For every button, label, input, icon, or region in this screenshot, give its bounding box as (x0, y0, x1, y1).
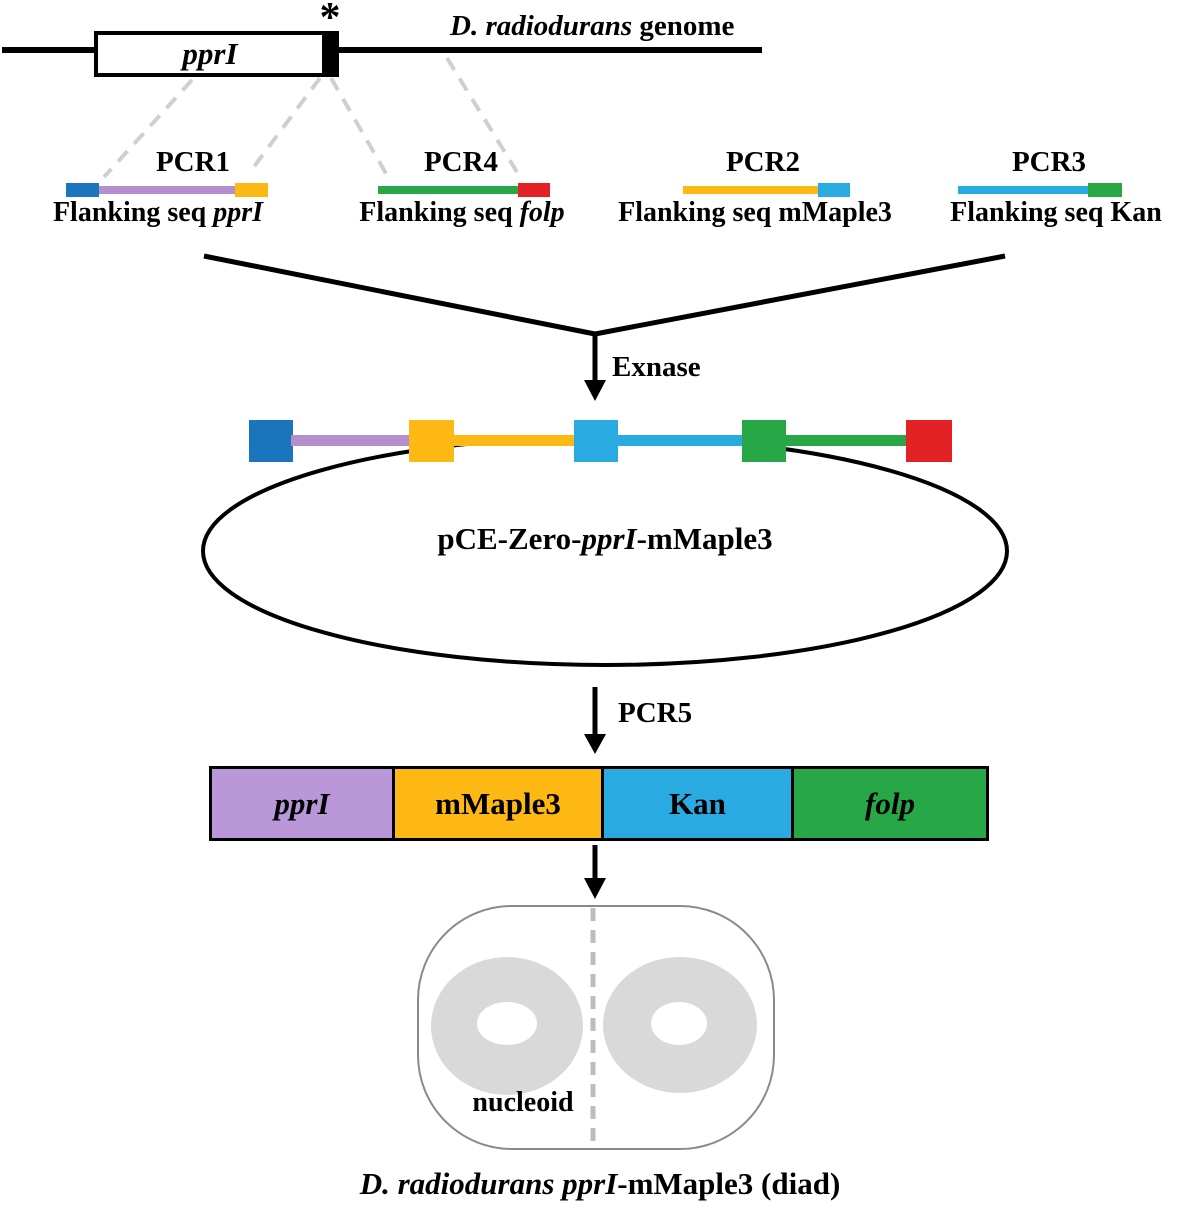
plasmid-label-prefix: pCE-Zero- (437, 521, 582, 556)
pprI-gene-label: pprI (182, 36, 238, 71)
pcr4-label: PCR4 (423, 146, 499, 178)
genome-label-species: D. radiodurans (450, 10, 633, 42)
construct-segment-kan-label: Kan (669, 785, 726, 821)
pcr2-mMaple3-line (683, 186, 818, 194)
construct-segment-folp-label: folp (865, 785, 915, 821)
plasmid-red-square (906, 420, 952, 462)
pcr2-label: PCR2 (725, 146, 801, 178)
construct-segment-kan: Kan (601, 769, 791, 838)
pcr3-label: PCR3 (1011, 146, 1087, 178)
exnase-arrow-head (584, 380, 606, 401)
linear-construct-bar: pprI mMaple3 Kan folp (209, 766, 989, 841)
converge-line-right (594, 253, 1006, 337)
plasmid-yellow-square (409, 420, 454, 462)
figure-caption-rest: -mMaple3 (diad) (617, 1166, 841, 1201)
exnase-label: Exnase (612, 351, 701, 383)
construct-segment-mMaple3-label: mMaple3 (435, 785, 561, 821)
pcr1-caption-plain: Flanking seq (52, 197, 214, 228)
dashed-map-line-pprI-right (248, 76, 322, 174)
plasmid-label-suffix: -mMaple3 (636, 521, 773, 556)
pcr4-folp-line (378, 186, 518, 194)
nucleoid-right-hole (651, 1002, 707, 1045)
plasmid-green-line (784, 435, 908, 446)
construct-segment-mMaple3: mMaple3 (392, 769, 601, 838)
pcr4-caption-plain: Flanking seq (359, 197, 520, 228)
genome-line (2, 47, 762, 53)
insertion-site-box (322, 31, 339, 77)
pcr2-caption-plain: Flanking seq mMaple3 (618, 197, 892, 228)
plasmid-yellow-line (452, 435, 576, 446)
pcr1-caption: Flanking seq pprI (0, 197, 318, 229)
plasmid-green-square (742, 420, 786, 462)
pcr3-caption-plain: Flanking seq Kan (950, 197, 1162, 228)
plasmid-cyan-line (616, 435, 744, 446)
pcr4-caption: Flanking seq folp (302, 197, 622, 229)
dashed-map-line-pprI-left (102, 78, 194, 179)
cell-arrow-head (584, 878, 606, 899)
genome-label-rest: genome (632, 10, 735, 42)
plasmid-purple-line (291, 435, 411, 446)
dashed-map-line-folp-left (329, 77, 390, 178)
nucleoid-left-hole (477, 1002, 537, 1045)
pcr1-label: PCR1 (155, 146, 231, 178)
pcr1-pprI-line (99, 186, 235, 194)
insertion-marker: * (319, 0, 341, 41)
pcr3-kan-line (958, 186, 1088, 194)
pcr4-caption-gene: folp (519, 197, 565, 228)
pcr1-caption-gene: pprI (213, 197, 264, 228)
converge-line-left (203, 253, 596, 337)
plasmid-blue-square (249, 420, 293, 462)
pcr4-overlap-block (518, 183, 550, 197)
construct-segment-pprI-label: pprI (274, 785, 330, 821)
pcr5-label: PCR5 (618, 697, 693, 729)
pcr3-overlap-block (1088, 183, 1122, 197)
pcr1-overlap-block (235, 183, 268, 197)
construct-segment-folp: folp (791, 769, 986, 838)
plasmid-label: pCE-Zero-pprI-mMaple3 (405, 521, 805, 557)
plasmid-cyan-square (574, 420, 618, 462)
pcr2-overlap-block (818, 183, 850, 197)
figure-caption: D. radiodurans pprI-mMaple3 (diad) (150, 1166, 1050, 1202)
pcr5-arrow-head (584, 734, 606, 754)
pprI-gene-box: pprI (94, 31, 326, 77)
pcr1-upstream-flank-block (66, 183, 99, 197)
construct-segment-pprI: pprI (212, 769, 392, 838)
bacterial-cell-outline (417, 905, 775, 1150)
figure-caption-italic: D. radiodurans pprI (359, 1166, 618, 1201)
plasmid-label-gene: pprI (581, 521, 637, 556)
pcr2-caption: Flanking seq mMaple3 (585, 197, 925, 229)
pcr3-caption: Flanking seq Kan (896, 197, 1200, 229)
nucleoid-label: nucleoid (472, 1087, 574, 1118)
genome-label: D. radiodurans genome (450, 10, 734, 43)
